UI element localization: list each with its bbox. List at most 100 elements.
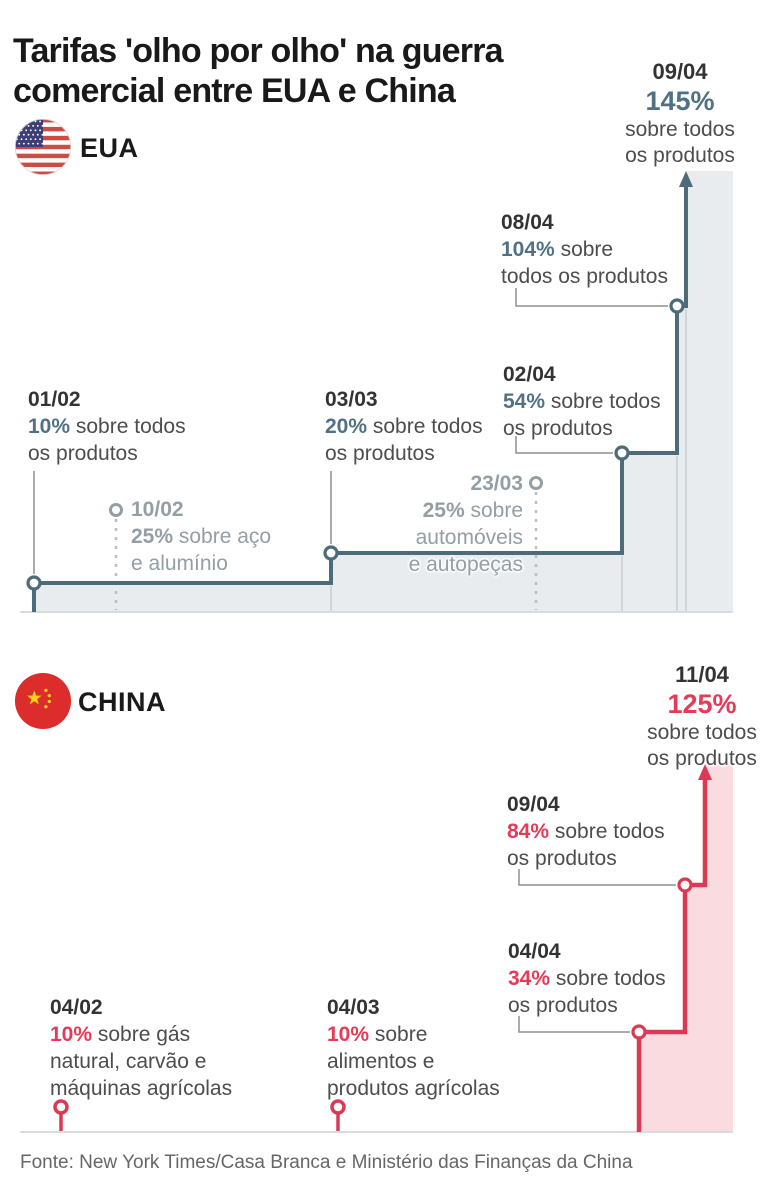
eua-label-connector — [515, 436, 613, 454]
eua-arrow-head-icon — [679, 171, 693, 187]
event-text: os produtos — [507, 847, 617, 870]
flag-star — [32, 124, 35, 127]
china-arrow-head-icon — [698, 764, 712, 780]
event-pct: 125% — [667, 689, 737, 719]
flag-star — [36, 133, 39, 136]
event-date: 04/03 — [327, 996, 380, 1019]
flag-canton — [14, 118, 43, 147]
flag-small-star — [47, 694, 51, 698]
china-step-dot — [677, 877, 693, 893]
event-date: 11/04 — [675, 662, 729, 687]
flag-star — [20, 138, 23, 141]
flag-star — [25, 138, 28, 141]
event-label-cn-0904: 09/04 84% sobre todos os produtos — [507, 791, 665, 872]
event-label-us-2303: 23/03 25% sobre automóveis e autopeças — [373, 470, 523, 578]
event-text: alimentos e — [327, 1050, 435, 1073]
event-text: natural, carvão e — [50, 1050, 207, 1073]
event-date: 08/04 — [501, 211, 554, 234]
event-label-cn-1104: 11/04 125% sobre todos os produtos — [627, 661, 768, 772]
usa-flag-icon — [14, 118, 72, 176]
event-date: 03/03 — [325, 388, 378, 411]
event-text: 54% sobre todos — [503, 390, 661, 413]
flag-stripe — [14, 162, 72, 168]
event-label-us-0804: 08/04 104% sobre todos os produtos — [501, 209, 668, 290]
event-label-us-0102: 01/02 10% sobre todos os produtos — [28, 386, 186, 467]
event-date: 04/04 — [508, 940, 561, 963]
eua-step-dot — [323, 545, 339, 561]
flag-star — [32, 133, 35, 136]
event-text: os produtos — [625, 144, 735, 167]
section-header-usa: EUA — [80, 133, 139, 163]
event-label-cn-0403: 04/03 10% sobre alimentos e produtos agr… — [327, 994, 500, 1102]
event-text: 25% sobre — [422, 499, 523, 522]
event-text: os produtos — [647, 747, 757, 770]
flag-star — [36, 142, 39, 145]
flag-star — [15, 120, 18, 123]
event-text: 34% sobre todos — [508, 967, 666, 990]
flag-star — [18, 124, 21, 127]
event-label-us-0303: 03/03 20% sobre todos os produtos — [325, 386, 483, 467]
china-step-line — [636, 779, 708, 1132]
china-label-connector — [518, 869, 676, 886]
flag-star — [27, 124, 30, 127]
event-text: e alumínio — [131, 552, 228, 575]
eua-minor-marker — [109, 503, 123, 517]
china-flag-icon — [14, 672, 72, 730]
flag-star — [41, 142, 44, 145]
event-text: todos os produtos — [501, 265, 668, 288]
event-date: 09/04 — [507, 793, 560, 816]
flag-star — [29, 138, 32, 141]
title-line2: comercial entre EUA e China — [13, 71, 456, 110]
flag-star — [25, 129, 28, 132]
china-minor-marker — [53, 1099, 69, 1115]
flag-star — [39, 120, 42, 123]
event-pct: 145% — [645, 86, 715, 116]
eua-area-fill — [34, 171, 733, 612]
flag-star — [34, 120, 37, 123]
flag-star — [20, 120, 23, 123]
flag-star — [41, 124, 44, 127]
event-label-us-0204: 02/04 54% sobre todos os produtos — [503, 361, 661, 442]
flag-big-star — [26, 690, 42, 705]
flag-stripe — [14, 153, 72, 159]
event-text: sobre todos — [647, 721, 757, 744]
flag-stripe — [14, 171, 72, 176]
event-text: os produtos — [28, 442, 138, 465]
flag-star — [36, 124, 39, 127]
event-date: 23/03 — [470, 472, 523, 495]
event-text: 10% sobre todos — [28, 415, 186, 438]
event-label-us-0904: 09/04 145% sobre todos os produtos — [604, 58, 756, 169]
china-step-dot — [631, 1024, 647, 1040]
flag-star — [41, 133, 44, 136]
event-text: os produtos — [508, 994, 618, 1017]
flag-small-star — [44, 688, 48, 693]
event-text: os produtos — [325, 442, 435, 465]
flag-star — [18, 142, 21, 145]
event-text: os produtos — [503, 417, 613, 440]
section-header-china: CHINA — [78, 687, 166, 717]
event-date: 04/02 — [50, 996, 103, 1019]
event-text: 25% sobre aço — [131, 525, 272, 548]
flag-star — [15, 129, 18, 132]
event-text: produtos agrícolas — [327, 1077, 500, 1100]
eua-step-dot — [614, 445, 630, 461]
flag-star — [29, 129, 32, 132]
event-text: 20% sobre todos — [325, 415, 483, 438]
flag-star — [34, 129, 37, 132]
event-date: 10/02 — [131, 498, 184, 521]
source-note: Fonte: New York Times/Casa Branca e Mini… — [20, 1152, 633, 1173]
flag-star — [39, 138, 42, 141]
eua-minor-marker — [529, 476, 543, 490]
event-text: automóveis — [415, 526, 523, 549]
flag-bg — [14, 672, 72, 730]
flag-star — [27, 142, 30, 145]
event-text: máquinas agrícolas — [50, 1077, 233, 1100]
flag-small-star — [44, 705, 48, 709]
usa-flag-art — [14, 118, 72, 176]
flag-star — [22, 133, 25, 136]
flag-star — [25, 120, 28, 123]
event-text: e autopeças — [408, 553, 523, 576]
